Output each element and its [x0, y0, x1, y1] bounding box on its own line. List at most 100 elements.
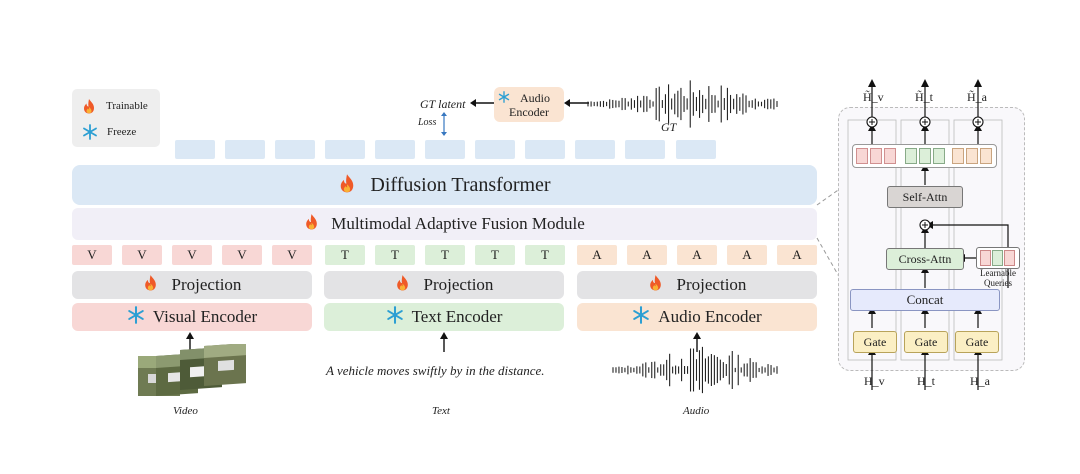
latent-token [625, 140, 665, 159]
concat-label: Concat [906, 292, 944, 307]
visual-encoder: Visual Encoder [72, 303, 312, 331]
query-token [992, 250, 1003, 266]
text-token: T [325, 245, 365, 265]
self-attn-label: Self-Attn [902, 189, 948, 204]
output-token [905, 148, 917, 164]
audio-input-waveform [612, 346, 778, 394]
cross-attn-block: Cross-Attn [886, 248, 964, 270]
input-label-a: H_a [970, 374, 990, 388]
gt-waveform [587, 80, 778, 128]
flame-icon [304, 213, 319, 235]
audio-projection: Projection [577, 271, 817, 299]
self-attn-block: Self-Attn [887, 186, 963, 208]
flame-icon [84, 99, 94, 114]
learnable-queries-line2: Queries [984, 278, 1012, 288]
legend-freeze: Freeze [82, 124, 136, 140]
latent-token [375, 140, 415, 159]
text-token: T [525, 245, 565, 265]
audio-projection-label: Projection [676, 275, 747, 294]
video-label: Video [173, 405, 198, 417]
output-token [966, 148, 978, 164]
audio-token: A [627, 245, 667, 265]
legend-trainable-label: Trainable [106, 100, 148, 112]
input-label-t: H_t [917, 374, 935, 388]
learnable-queries-line1: Learnable [980, 268, 1016, 278]
output-token [933, 148, 945, 164]
audio-label: Audio [683, 405, 710, 417]
fusion-module: Multimodal Adaptive Fusion Module [72, 208, 817, 240]
audio-token: A [727, 245, 767, 265]
top-audio-encoder: Audio Encoder [494, 87, 564, 122]
legend-trainable: Trainable [82, 98, 148, 114]
snowflake-icon [386, 305, 404, 329]
output-label-t: H̃_t [915, 90, 933, 104]
gate-block-v: Gate [853, 331, 897, 353]
input-label-v: H_v [864, 374, 885, 388]
text-encoder: Text Encoder [324, 303, 564, 331]
gate-label: Gate [914, 334, 938, 349]
snowflake-icon [83, 124, 97, 140]
latent-token [225, 140, 265, 159]
fusion-module-label: Multimodal Adaptive Fusion Module [331, 214, 585, 233]
output-token [870, 148, 882, 164]
visual-encoder-label: Visual Encoder [152, 307, 258, 326]
visual-token: V [122, 245, 162, 265]
diffusion-transformer: Diffusion Transformer [72, 165, 817, 205]
latent-token [175, 140, 215, 159]
audio-token: A [777, 245, 817, 265]
video-frames-image [138, 344, 246, 396]
latent-token [475, 140, 515, 159]
audio-encoder-label: Audio Encoder [658, 307, 762, 326]
snowflake-icon [127, 305, 145, 329]
text-token: T [425, 245, 465, 265]
flame-icon [338, 173, 356, 198]
visual-token: V [222, 245, 262, 265]
diffusion-transformer-label: Diffusion Transformer [370, 173, 551, 196]
gate-block-t: Gate [904, 331, 948, 353]
gt-latent-label: GT latent [420, 97, 466, 111]
text-input: A vehicle moves swiftly by in the distan… [326, 363, 545, 378]
snowflake-icon [632, 305, 650, 329]
query-token [980, 250, 991, 266]
visual-projection: Projection [72, 271, 312, 299]
audio-to-latent-arrow [470, 99, 497, 107]
visual-projection-label: Projection [171, 275, 242, 294]
latent-token [575, 140, 615, 159]
gt-label: GT [661, 120, 677, 134]
concat-block: Concat [850, 289, 1000, 311]
flame-icon [143, 274, 158, 296]
visual-token: V [272, 245, 312, 265]
text-token: T [375, 245, 415, 265]
output-token [884, 148, 896, 164]
input-arrows [186, 332, 701, 352]
legend [72, 89, 160, 147]
learnable-queries-label: Learnable Queries [972, 268, 1024, 288]
gate-label: Gate [863, 334, 887, 349]
output-label-a: H̃_a [967, 90, 987, 104]
gate-block-a: Gate [955, 331, 999, 353]
flame-icon [395, 274, 410, 296]
audio-token: A [677, 245, 717, 265]
text-projection: Projection [324, 271, 564, 299]
latent-token [325, 140, 365, 159]
visual-token: V [172, 245, 212, 265]
output-label-v: H̃_v [863, 90, 884, 104]
flame-icon [648, 274, 663, 296]
loss-label: Loss [418, 117, 437, 128]
latent-token [676, 140, 716, 159]
output-token [952, 148, 964, 164]
output-token [856, 148, 868, 164]
zoom-connector-lines [816, 187, 842, 281]
output-token [980, 148, 992, 164]
query-token [1004, 250, 1015, 266]
gt-to-encoder-arrow [564, 99, 589, 107]
loss-arrow [441, 112, 447, 136]
text-projection-label: Projection [423, 275, 494, 294]
latent-token [525, 140, 565, 159]
top-audio-encoder-line1: Audio [520, 90, 550, 105]
latent-token [275, 140, 315, 159]
legend-freeze-label: Freeze [107, 126, 137, 138]
latent-token [425, 140, 465, 159]
cross-attn-label: Cross-Attn [898, 251, 952, 266]
top-audio-encoder-line2: Encoder [509, 104, 549, 119]
